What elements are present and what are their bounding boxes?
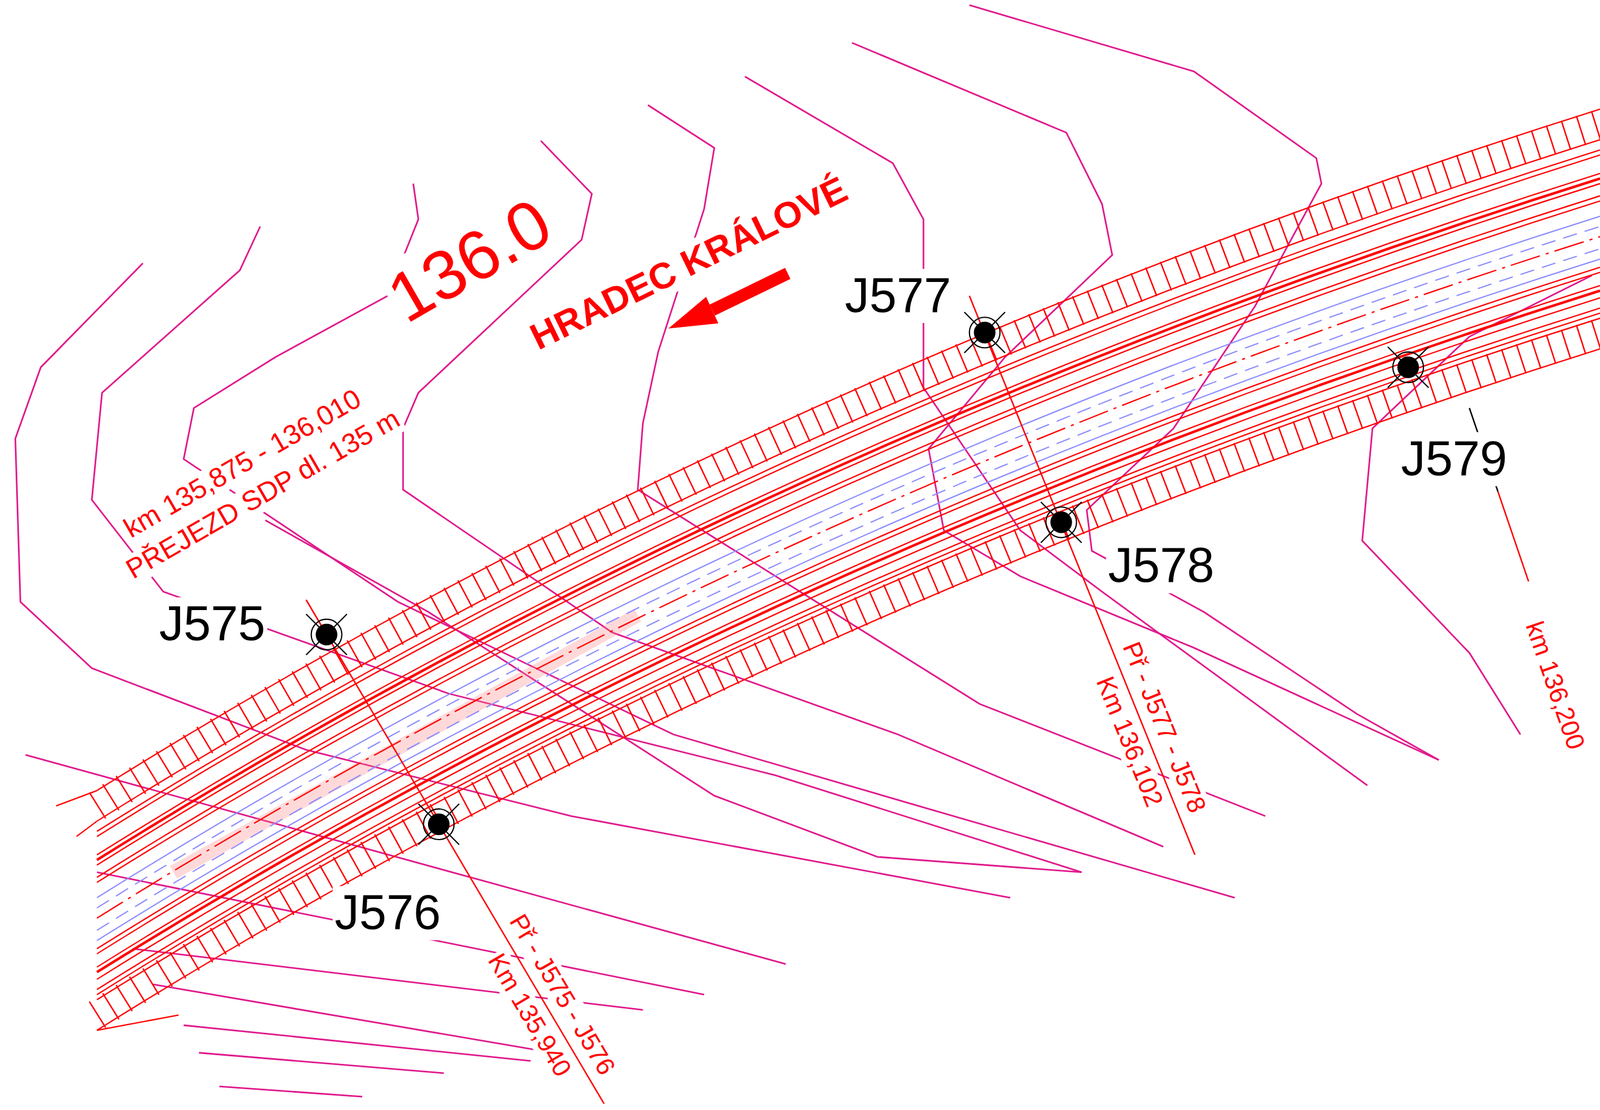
point-id: J579	[1398, 432, 1509, 486]
direction-label: HRADEC KRÁLOVÉ	[521, 168, 856, 359]
point-id: J575	[156, 597, 268, 652]
railway-corridor	[55, 109, 1600, 1031]
chainage-label: km 136,200	[1519, 616, 1591, 756]
point-id: J578	[1106, 539, 1217, 593]
point-id: J576	[332, 886, 443, 941]
point-id: J577	[842, 268, 953, 323]
profile-lines	[306, 295, 1529, 1104]
contour-lines	[15, 5, 1592, 1098]
survey-points	[306, 312, 1429, 845]
